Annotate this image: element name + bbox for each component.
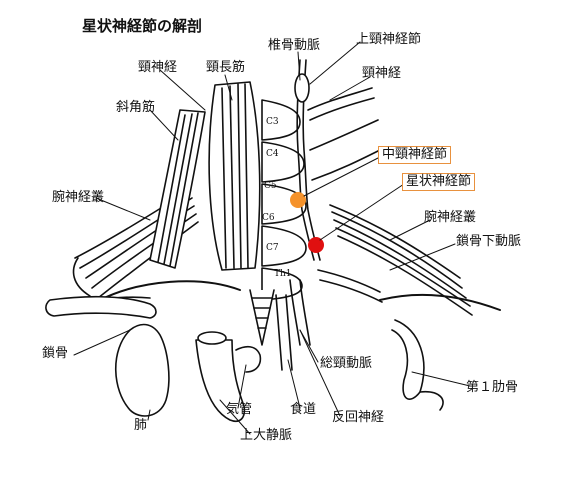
label-lung: 肺 — [134, 418, 148, 433]
vertebra-label: C3 — [266, 117, 279, 127]
label-vertebral-artery: 椎骨動脈 — [268, 38, 321, 53]
label-svc: 上大静脈 — [240, 428, 293, 443]
label-cervical-nerve-left: 頸神経 — [138, 60, 178, 75]
rib-cage-shape — [59, 280, 501, 411]
vertebra-label: C7 — [266, 243, 279, 253]
vertebra-label: C6 — [262, 213, 275, 223]
label-middle-cervical-ganglion: 中頸神経節 — [378, 146, 452, 164]
label-clavicle: 鎖骨 — [42, 346, 69, 361]
label-stellate-ganglion: 星状神経節 — [402, 173, 476, 191]
label-subclavian-artery: 鎖骨下動脈 — [456, 234, 522, 249]
label-brachial-plexus-left: 腕神経叢 — [52, 190, 105, 205]
clavicle-shape — [45, 295, 157, 319]
lung-shape — [114, 323, 170, 417]
leader-lines — [73, 41, 471, 435]
label-first-rib: 第１肋骨 — [466, 380, 519, 395]
vertebra-label: C5 — [264, 181, 277, 191]
carotid-artery-shape — [289, 269, 383, 346]
label-recurrent-nerve: 反回神経 — [332, 410, 385, 425]
sympathetic-trunk-shape — [294, 59, 321, 261]
longus-colli-shape — [208, 81, 261, 271]
label-brachial-plexus-right: 腕神経叢 — [424, 210, 477, 225]
middle-ganglion-marker — [290, 192, 306, 208]
great-vessels-shape — [195, 331, 262, 422]
vertebra-label: C4 — [266, 149, 279, 159]
trachea-shape — [249, 289, 275, 346]
label-cervical-nerve-right: 頸神経 — [362, 66, 402, 81]
label-esophagus: 食道 — [290, 402, 317, 417]
label-trachea: 気管 — [226, 402, 253, 417]
scalene-muscle-shape — [149, 109, 206, 269]
vertebra-label: Th1 — [274, 269, 292, 279]
label-longus-colli: 頸長筋 — [206, 60, 246, 75]
diagram-title: 星状神経節の解剖 — [82, 17, 203, 35]
label-common-carotid: 総頸動脈 — [320, 356, 373, 371]
brachial-plexus-right-shape — [329, 204, 473, 316]
label-scalene: 斜角筋 — [116, 100, 156, 115]
stellate-ganglion-marker — [308, 237, 324, 253]
label-superior-cervical-ganglion: 上頸神経節 — [356, 32, 422, 47]
cervical-nerve-right-shape — [307, 87, 381, 181]
esophagus-shape — [275, 294, 293, 371]
